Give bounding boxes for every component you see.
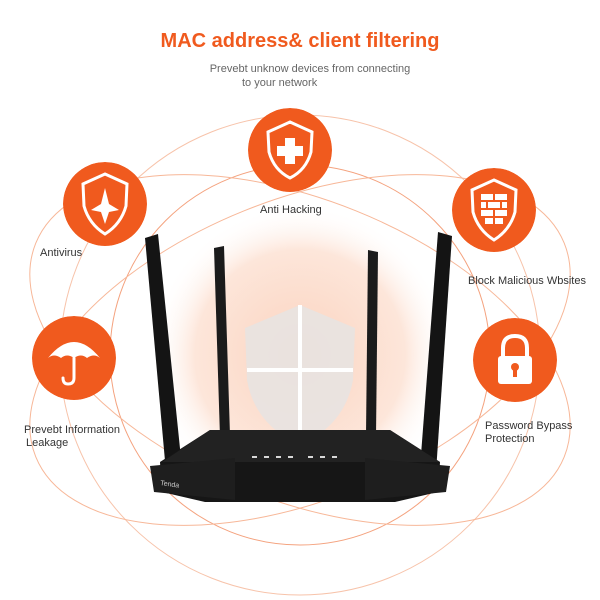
subtitle-line-1: Prevebt unknow devices from connecting xyxy=(209,63,411,75)
antenna-left-inner xyxy=(214,246,230,437)
prevent-leak-line-2: Leakage xyxy=(26,437,69,449)
brick-wall-icon[interactable] xyxy=(452,168,536,252)
antenna-right-outer xyxy=(420,232,452,472)
umbrella-icon[interactable] xyxy=(32,316,116,400)
antivirus-icon[interactable] xyxy=(63,162,147,246)
center-shield-icon xyxy=(245,305,355,445)
antivirus-label: Antivirus xyxy=(40,247,83,259)
page-subtitle: Prevebt unknow devices from connecting t… xyxy=(190,62,430,90)
anti-hacking-icon[interactable] xyxy=(248,108,332,192)
password-line-2: Protection xyxy=(485,433,535,445)
subtitle-line-2: to your network xyxy=(242,77,318,89)
router-image: Tenda xyxy=(145,232,452,502)
antenna-right-inner xyxy=(366,250,378,437)
password-label: Password Bypass Protection xyxy=(485,420,572,446)
block-malicious-label: Block Malicious Wbsites xyxy=(468,275,586,287)
anti-hacking-label: Anti Hacking xyxy=(260,204,322,216)
antenna-left-outer xyxy=(145,234,182,472)
padlock-icon[interactable] xyxy=(473,318,557,402)
prevent-leak-label: Prevebt Information Leakage xyxy=(24,424,120,450)
router-brand: Tenda xyxy=(160,480,180,490)
prevent-leak-line-1: Prevebt Information xyxy=(24,424,120,436)
page-title: MAC address& client filtering xyxy=(160,30,440,52)
password-line-1: Password Bypass xyxy=(485,420,573,432)
